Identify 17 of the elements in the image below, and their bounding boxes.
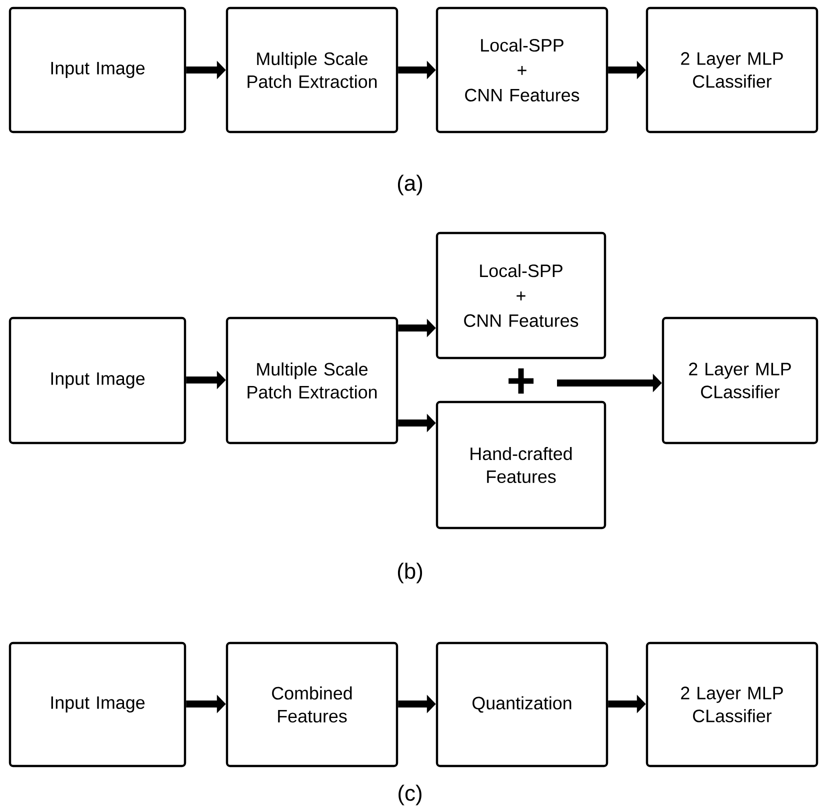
- panel-label: (c): [398, 784, 422, 806]
- process-box: Input Image: [8, 6, 186, 134]
- process-box: Combined Features: [226, 642, 398, 768]
- process-box: Hand-crafted Features: [436, 400, 606, 530]
- process-box: Multiple Scale Patch Extraction: [226, 6, 398, 134]
- plus-sign: +: [508, 368, 534, 394]
- process-box: Local-SPP + CNN Features: [436, 6, 608, 134]
- panel-label: (a): [398, 174, 422, 196]
- process-box: 2 Layer MLP CLassifier: [662, 316, 818, 444]
- process-box: Input Image: [8, 316, 186, 444]
- process-box: Quantization: [436, 642, 608, 768]
- process-box: Multiple Scale Patch Extraction: [226, 316, 398, 444]
- panel-label: (b): [398, 562, 422, 584]
- process-box: Local-SPP + CNN Features: [436, 232, 606, 360]
- process-box: 2 Layer MLP CLassifier: [646, 642, 818, 768]
- process-box: Input Image: [8, 642, 186, 768]
- process-box: 2 Layer MLP CLassifier: [646, 6, 818, 134]
